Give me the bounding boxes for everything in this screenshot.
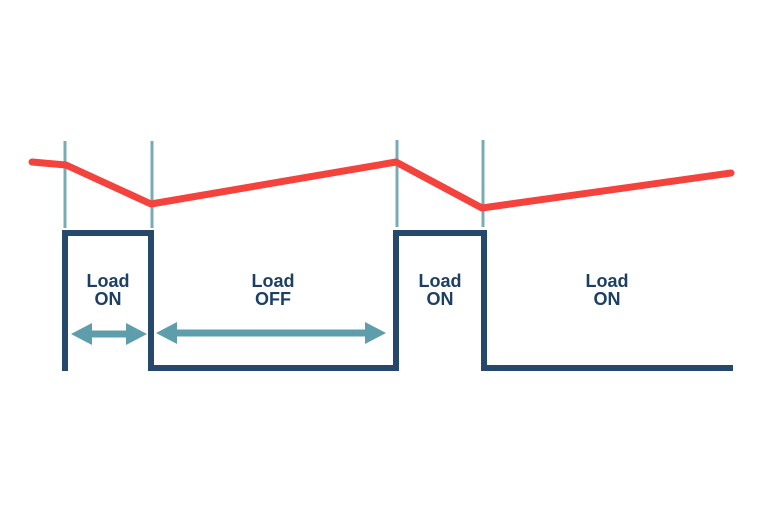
segment-label-line: ON — [95, 289, 122, 309]
load-square-wave — [62, 230, 733, 371]
segment-label-line: Load — [419, 271, 462, 291]
segment-label-line: ON — [427, 289, 454, 309]
arrow-head-right-icon — [365, 322, 386, 344]
segment-label-line: OFF — [255, 289, 291, 309]
segment-label-line: Load — [87, 271, 130, 291]
arrow-head-left-icon — [71, 323, 92, 345]
duration-arrow-2 — [156, 322, 386, 344]
segment-label-line: ON — [594, 289, 621, 309]
voltage-curve — [28, 158, 735, 212]
segment-label-line: Load — [252, 271, 295, 291]
segment-label-line: Load — [586, 271, 629, 291]
duration-arrow-1 — [71, 323, 147, 345]
arrow-head-right-icon — [126, 323, 147, 345]
arrow-head-left-icon — [156, 322, 177, 344]
